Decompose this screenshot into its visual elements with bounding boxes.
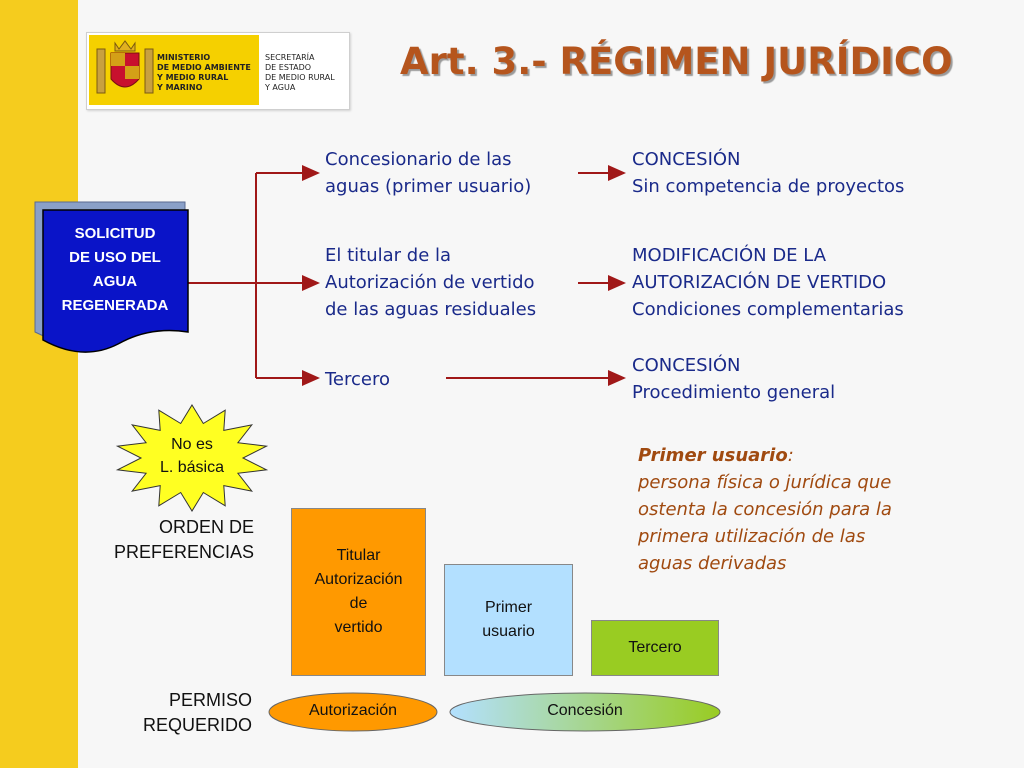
star-label: No es L. básica xyxy=(159,436,225,476)
branch-2-applicant: El titular de la Autorización de vertido… xyxy=(325,245,537,320)
branch-2-outcome: MODIFICACIÓN DE LA AUTORIZACIÓN DE VERTI… xyxy=(632,245,904,320)
branch-3-applicant: Tercero xyxy=(325,369,391,390)
permit-oval-concession xyxy=(449,692,721,732)
preference-step-1: Titular Autorización de vertido xyxy=(291,508,426,676)
permit-label: PERMISO REQUERIDO xyxy=(142,690,252,735)
preference-label: ORDEN DE PREFERENCIAS xyxy=(113,517,254,562)
branch-3-outcome: CONCESIÓN Procedimiento general xyxy=(632,355,836,403)
permit-oval-authorization xyxy=(268,692,438,732)
definition-term: Primer usuario xyxy=(638,445,788,466)
source-box-label: SOLICITUD DE USO DEL AGUA REGENERADA xyxy=(61,225,169,314)
definition-note: Primer usuario: persona física o jurídic… xyxy=(638,442,892,577)
branch-1-applicant: Concesionario de las aguas (primer usuar… xyxy=(325,149,532,197)
source-document-box xyxy=(34,201,189,353)
star-burst-badge xyxy=(115,404,269,512)
logo-ministry-text: MINISTERIO DE MEDIO AMBIENTE Y MEDIO RUR… xyxy=(157,53,251,92)
preference-step-3: Tercero xyxy=(591,620,719,676)
preference-step-2: Primer usuario xyxy=(444,564,573,676)
logo-secretariat-text: SECRETARÍA DE ESTADO DE MEDIO RURAL Y AG… xyxy=(265,53,335,92)
spanish-coat-of-arms-icon xyxy=(96,40,154,94)
definition-colon: : xyxy=(787,445,794,466)
ministry-logo: MINISTERIO DE MEDIO AMBIENTE Y MEDIO RUR… xyxy=(86,32,350,110)
definition-text: persona física o jurídica que ostenta la… xyxy=(638,472,892,574)
permit-authorization-label: Autorización xyxy=(308,702,398,719)
branch-1-outcome: CONCESIÓN Sin competencia de proyectos xyxy=(632,149,905,197)
permit-concession-label: Concesión xyxy=(547,702,623,719)
page-title: Art. 3.- RÉGIMEN JURÍDICO xyxy=(400,40,953,83)
side-accent-band xyxy=(0,0,78,768)
